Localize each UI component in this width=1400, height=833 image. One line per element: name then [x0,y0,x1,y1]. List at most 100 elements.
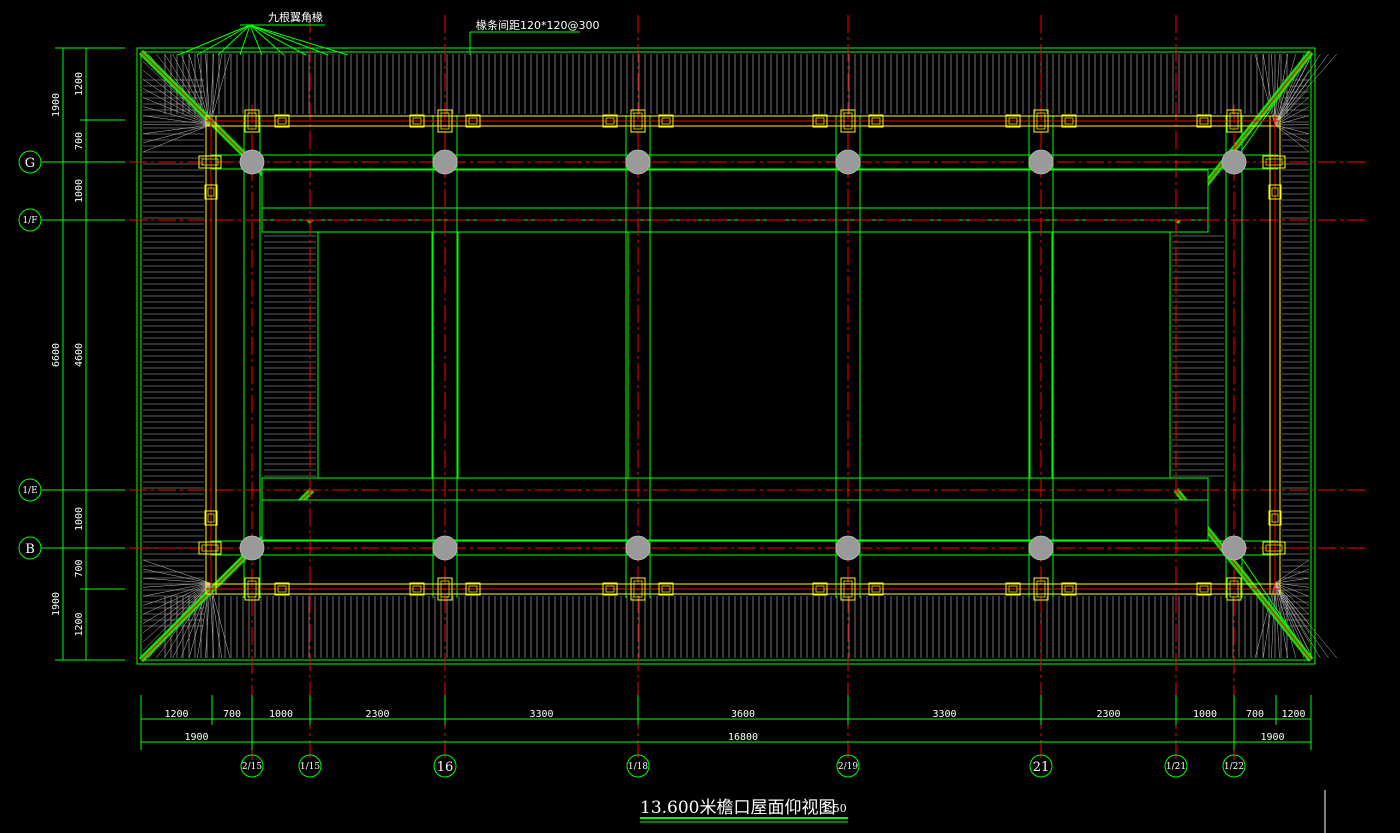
bracket [602,582,618,596]
bracket [198,155,222,169]
bracket [244,577,260,601]
column [432,149,458,175]
axis-label: 1/21 [1166,762,1186,772]
corner-fan-rafter [209,53,231,126]
corner-fan-rafter [1262,53,1276,126]
bracket [658,582,674,596]
corner-fan-rafter [142,582,211,615]
left-dim-outer: 1900 [51,592,62,616]
bracket [1262,155,1286,169]
corner-fan-rafter [1274,582,1310,606]
corner-fan-rafter [1274,70,1310,126]
bracket [1005,582,1021,596]
corner-fan-rafter [1274,53,1338,126]
corner-fan-rafter [1274,124,1310,153]
corner-fan-rafter [1274,582,1321,659]
axis-label: 2/19 [838,762,858,772]
left-axis-bubbles: G 1/F 1/E B [18,150,55,560]
axis-label: G [25,156,35,171]
column [239,535,265,561]
corner-fan-rafter [1274,582,1310,615]
corner-fan-rafter [1274,53,1280,126]
bracket [630,109,646,133]
bottom-axis-bubble-axis-b2: 1/15 [298,754,322,778]
axis-label: 21 [1033,760,1050,775]
corner-fan-rafter [142,582,211,588]
corner-fan-rafter [1274,106,1310,126]
corner-fan-rafter [142,582,211,652]
bracket [1226,109,1242,133]
bottom-dim-row1: 1200 [164,709,188,720]
corner-fan-rafter [142,582,211,643]
bracket [437,577,453,601]
corner-fan-rafter [142,79,211,126]
column [625,535,651,561]
bottom-axis-bubble-axis-b6: 21 [1029,754,1053,778]
corner-fan-rafter [142,106,211,126]
rafter-note: 九根翼角椽 [268,10,323,24]
corner-fan-rafter [1274,559,1310,584]
corner-fan-rafter [142,115,211,126]
bracket [1061,114,1077,128]
corner-fan-rafter [1254,582,1276,659]
corner-fan-rafter [1274,582,1310,624]
left-dim-inner: 1000 [74,179,85,203]
axis-label: B [25,542,35,557]
column [1221,149,1247,175]
corner-fan-rafter [142,124,211,144]
corner-fan-rafter [142,124,211,153]
corner-fan-rafter [1274,124,1310,144]
axis-label: 1/E [22,486,37,496]
corner-fan-rafter [209,582,231,659]
column [835,149,861,175]
corner-fan-rafter [1271,53,1276,126]
bracket [465,114,481,128]
main-beams [210,115,1278,598]
bracket [1196,114,1212,128]
dougong-brackets [198,109,1286,601]
axis-label: 1/22 [1224,762,1244,772]
bracket [868,582,884,596]
bracket [840,109,856,133]
corner-fan-rafter [142,568,211,584]
corner-fan-rafter [1254,53,1276,126]
corner-fan-rafter [1274,577,1310,584]
left-dim-inner: 4600 [74,343,85,367]
bracket [630,577,646,601]
corner-fan-rafter [209,53,214,126]
bottom-dim-row2: 16800 [728,732,758,743]
corner-fan-rafter [1274,582,1310,652]
rafter-leader [177,24,580,56]
corner-fan-rafter [142,69,211,126]
left-dim-inner: 1200 [74,72,85,96]
bottom-dim-row1: 1000 [1193,709,1217,720]
corner-fan-rafter [142,124,211,135]
bracket [1268,184,1282,200]
corner-fan-rafter [142,97,211,126]
column [432,535,458,561]
bracket [1268,510,1282,526]
left-axis-bubble-axis-B: B [18,536,55,560]
bottom-dim-row1: 3300 [932,709,956,720]
corner-fan-rafter [142,582,211,597]
axis-label: 1/18 [628,762,648,772]
left-axis-bubble-axis-1F: 1/F [18,208,55,232]
bottom-dim-row1: 2300 [365,709,389,720]
corner-fan-rafter [1274,53,1297,126]
axis-label: 2/15 [242,762,262,772]
bottom-dim-row1: 700 [223,709,241,720]
bracket [409,582,425,596]
bracket [1196,582,1212,596]
axis-label: 1/15 [300,762,320,772]
bracket [812,114,828,128]
bracket [1033,109,1049,133]
grid-axis-lines [42,15,1365,760]
purlin-note: 椽条间距120*120@300 [476,18,600,32]
left-dim-outer: 1900 [51,93,62,117]
bracket [602,114,618,128]
columns [239,149,1247,561]
bottom-axis-bubble-axis-b7: 1/21 [1164,754,1188,778]
left-dimension-lines [55,47,125,661]
corner-fan-rafter [1274,582,1310,642]
